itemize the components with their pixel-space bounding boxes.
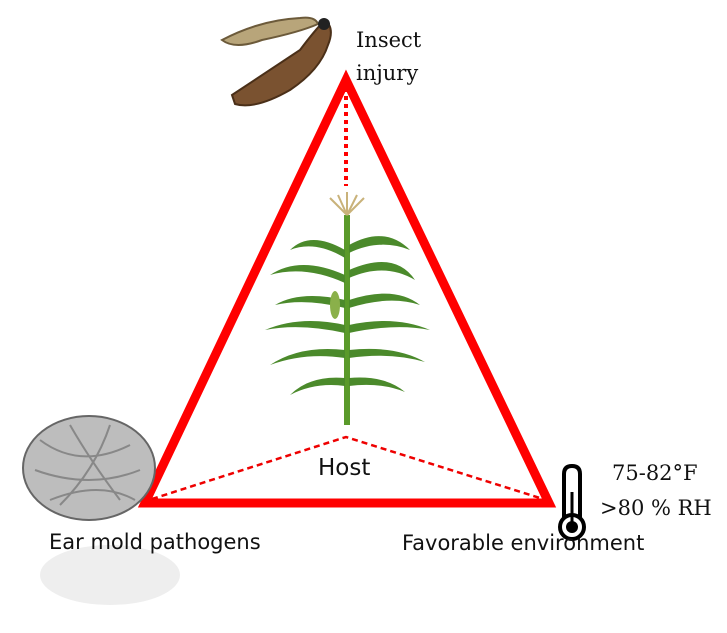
- insect-label-line2: injury: [356, 61, 419, 85]
- insect-larvae-icon: [220, 16, 332, 107]
- temperature-label: 75-82°F: [612, 461, 698, 485]
- thermometer-icon: [558, 463, 586, 541]
- favorable-environment-label: Favorable environment: [402, 531, 645, 555]
- insect-injury-label: Insect injury: [356, 24, 421, 90]
- host-dashed-lines: [151, 435, 544, 501]
- disease-triangle: [137, 69, 557, 508]
- host-label: Host: [318, 455, 371, 481]
- humidity-label: >80 % RH: [600, 496, 712, 520]
- ear-mold-pathogen-image: [22, 415, 156, 521]
- shadow: [40, 545, 180, 605]
- insect-label-line1: Insect: [356, 28, 422, 52]
- ear-mold-pathogens-label: Ear mold pathogens: [49, 530, 261, 554]
- corn-plant-icon: [265, 192, 430, 425]
